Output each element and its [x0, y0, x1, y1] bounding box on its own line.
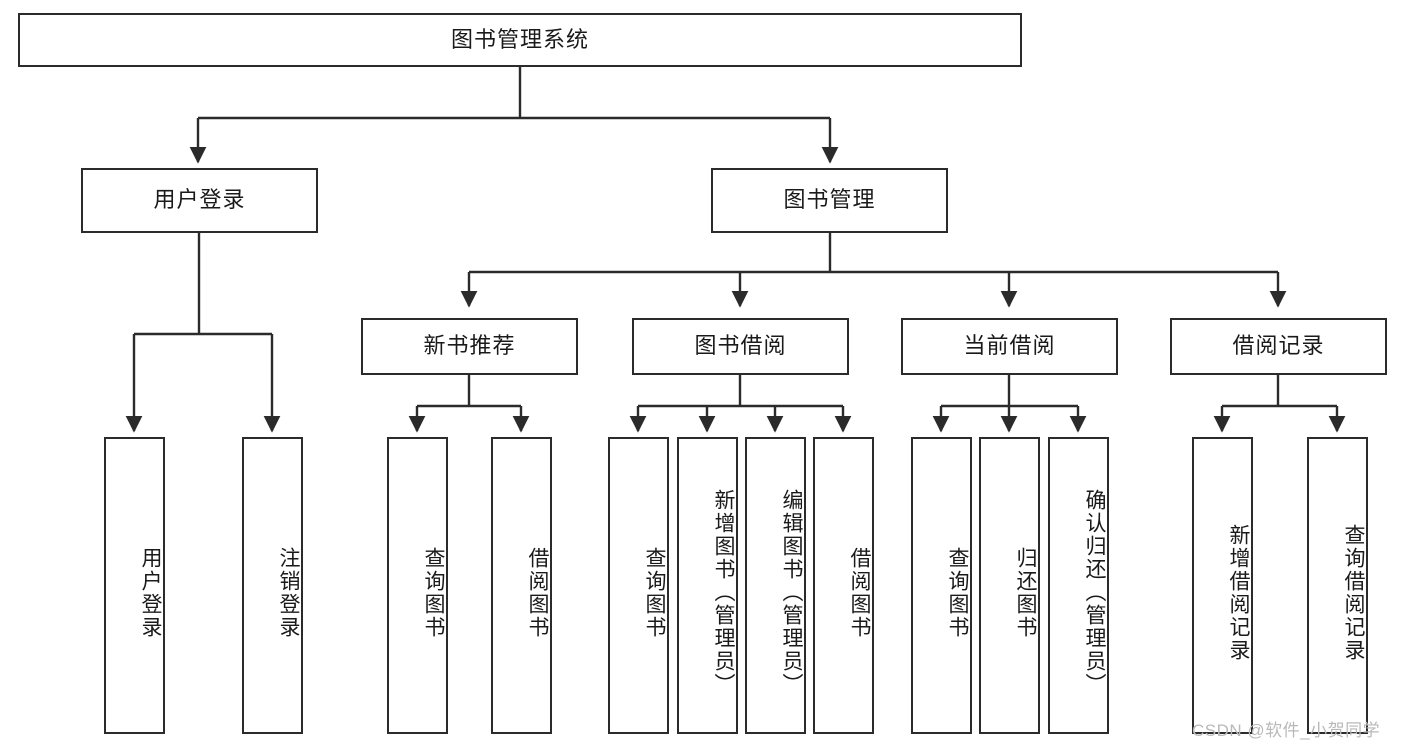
leaf-new-book-query-label: 查询图书: [422, 546, 445, 639]
leaf-query-borrow-record-label: 查询借阅记录: [1342, 523, 1365, 662]
node-user-login-label: 用户登录: [153, 187, 246, 213]
leaf-logout[interactable]: 注销登录: [242, 437, 303, 734]
node-book-borrow[interactable]: 图书借阅: [632, 318, 849, 375]
leaf-borrow-query-book-label: 查询图书: [643, 546, 666, 639]
leaf-new-book-borrow[interactable]: 借阅图书: [491, 437, 552, 734]
node-root[interactable]: 图书管理系统: [18, 13, 1022, 67]
node-book-management[interactable]: 图书管理: [711, 168, 948, 233]
node-user-login[interactable]: 用户登录: [81, 168, 318, 233]
leaf-borrow-book-label: 借阅图书: [848, 546, 871, 639]
leaf-logout-label: 注销登录: [277, 546, 300, 639]
node-current-borrow-label: 当前借阅: [963, 333, 1056, 359]
leaf-add-borrow-record[interactable]: 新增借阅记录: [1192, 437, 1253, 734]
leaf-confirm-return-admin[interactable]: 确认归还（管理员）: [1048, 437, 1109, 734]
node-new-book-recommend[interactable]: 新书推荐: [361, 318, 578, 375]
node-current-borrow[interactable]: 当前借阅: [901, 318, 1118, 375]
leaf-edit-book-admin[interactable]: 编辑图书（管理员）: [745, 437, 806, 734]
leaf-return-book[interactable]: 归还图书: [979, 437, 1040, 734]
csdn-watermark: CSDN @软件_小贺同学: [1192, 721, 1381, 740]
node-borrow-record-label: 借阅记录: [1232, 333, 1325, 359]
leaf-borrow-book[interactable]: 借阅图书: [813, 437, 874, 734]
leaf-query-borrow-record[interactable]: 查询借阅记录: [1307, 437, 1368, 734]
leaf-add-book-admin-label: 新增图书（管理员）: [712, 489, 735, 696]
leaf-new-book-borrow-label: 借阅图书: [526, 546, 549, 639]
leaf-confirm-return-admin-label: 确认归还（管理员）: [1083, 489, 1106, 696]
node-book-borrow-label: 图书借阅: [694, 333, 787, 359]
leaf-user-login-label: 用户登录: [139, 546, 162, 639]
node-new-book-recommend-label: 新书推荐: [423, 333, 516, 359]
leaf-current-query-book-label: 查询图书: [946, 546, 969, 639]
node-book-management-label: 图书管理: [783, 187, 876, 213]
leaf-return-book-label: 归还图书: [1014, 546, 1037, 639]
leaf-borrow-query-book[interactable]: 查询图书: [608, 437, 669, 734]
leaf-current-query-book[interactable]: 查询图书: [911, 437, 972, 734]
leaf-add-borrow-record-label: 新增借阅记录: [1227, 523, 1250, 662]
leaf-edit-book-admin-label: 编辑图书（管理员）: [780, 489, 803, 696]
node-root-label: 图书管理系统: [450, 26, 589, 52]
leaf-user-login[interactable]: 用户登录: [104, 437, 165, 734]
leaf-add-book-admin[interactable]: 新增图书（管理员）: [677, 437, 738, 734]
leaf-new-book-query[interactable]: 查询图书: [387, 437, 448, 734]
node-borrow-record[interactable]: 借阅记录: [1170, 318, 1387, 375]
